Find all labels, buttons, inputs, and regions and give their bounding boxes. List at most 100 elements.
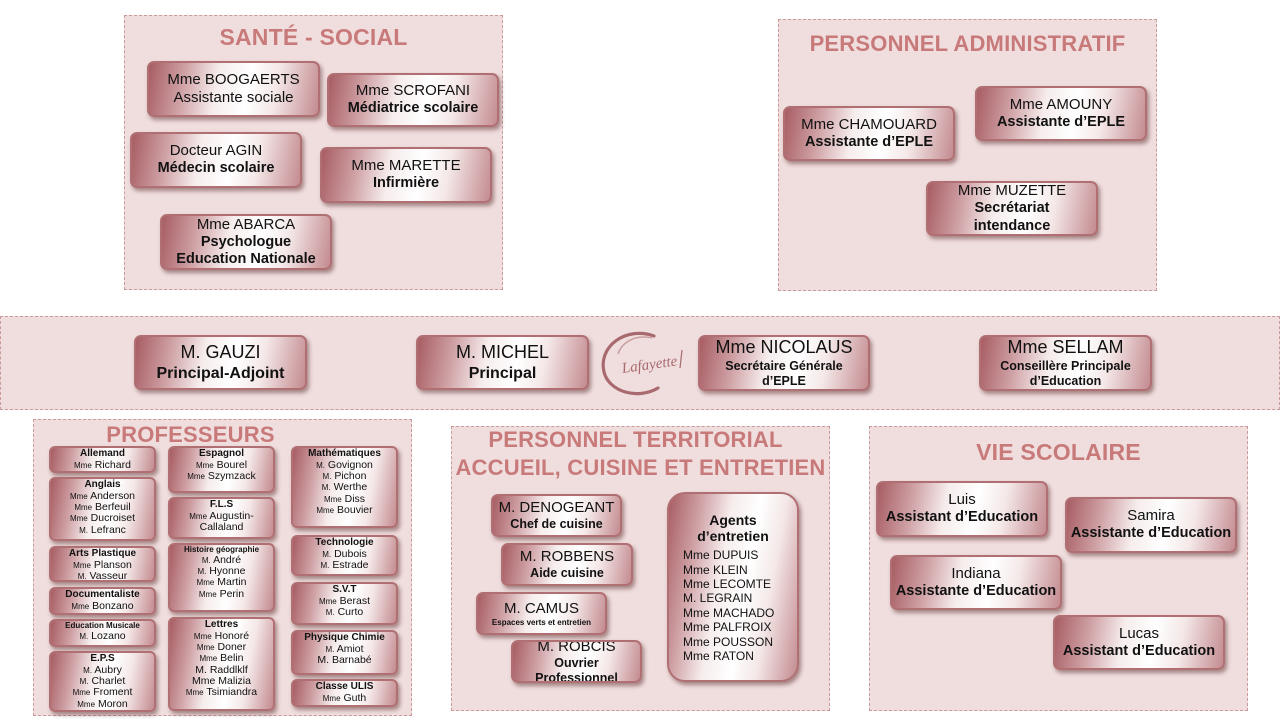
teacher-prefix: Mme bbox=[195, 460, 214, 470]
teacher-surname: Curto bbox=[337, 606, 364, 619]
agent-name: Mme LECOMTE bbox=[683, 577, 772, 591]
teacher-surname: Bouvier bbox=[337, 504, 373, 517]
teacher-prefix: M. bbox=[79, 631, 89, 641]
card-role: Principal bbox=[468, 364, 537, 382]
teacher-prefix: M. bbox=[325, 644, 335, 654]
card-camus: M. CAMUS Espaces verts et entretien bbox=[476, 592, 607, 635]
agents-title-2: d’entretien bbox=[697, 528, 769, 545]
card-name: M. CAMUS bbox=[504, 599, 579, 617]
teacher-name: M. Curto bbox=[325, 606, 364, 619]
card-role-2: intendance bbox=[973, 217, 1051, 234]
teacher-prefix: M. bbox=[79, 525, 88, 535]
subject-title: Arts Plastique bbox=[68, 548, 137, 559]
card-indiana: Indiana Assistante d’Education bbox=[890, 555, 1062, 610]
teacher-surname: M. Raddlklf bbox=[195, 663, 248, 676]
teacher-name: Mme Planson bbox=[73, 558, 132, 571]
card-muzette: Mme MUZETTE Secrétariat intendance bbox=[926, 181, 1098, 236]
teacher-name: Mme Tsimiandra bbox=[186, 687, 257, 698]
card-name: Samira bbox=[1127, 507, 1175, 525]
teacher-name: Mme Guth bbox=[322, 692, 366, 704]
card-michel: M. MICHEL Principal bbox=[416, 335, 589, 390]
teacher-prefix: Mme bbox=[193, 631, 212, 641]
teacher-prefix: M. bbox=[201, 555, 211, 565]
teacher-surname: Amiot bbox=[336, 642, 364, 655]
teacher-prefix: Mme bbox=[189, 511, 208, 521]
teacher-prefix: M. bbox=[325, 608, 335, 618]
agent-name: M. LEGRAIN bbox=[683, 591, 753, 606]
teacher-surname: Vasseur bbox=[89, 570, 128, 582]
teacher-name: Mme Berfeuil bbox=[74, 501, 130, 513]
card-chamouard: Mme CHAMOUARD Assistante d’EPLE bbox=[783, 106, 955, 161]
teacher-name: Mme Froment bbox=[73, 687, 133, 698]
subject-title: Education Musicale bbox=[65, 621, 140, 630]
card-role: Aide cuisine bbox=[530, 566, 604, 580]
teacher-prefix: Mme bbox=[322, 693, 341, 703]
teacher-prefix: Mme bbox=[72, 688, 91, 698]
teacher-surname: M. Barnabé bbox=[317, 654, 372, 667]
teacher-prefix: Mme bbox=[73, 560, 91, 570]
teacher-surname: Augustin- bbox=[209, 509, 254, 522]
teacher-name: Mme Doner bbox=[197, 641, 246, 653]
teacher-name: M. Hyonne bbox=[197, 565, 245, 577]
teacher-name: Mme Moron bbox=[77, 698, 127, 710]
card-denogeant: M. DENOGEANT Chef de cuisine bbox=[491, 494, 622, 537]
card-amouny: Mme AMOUNY Assistante d’EPLE bbox=[975, 86, 1147, 141]
agent-name: Mme MACHADO bbox=[683, 605, 775, 620]
teacher-surname: Callaland bbox=[199, 521, 244, 534]
card-name: Mme SELLAM bbox=[1007, 337, 1124, 358]
teacher-name: M. Raddlklf bbox=[195, 663, 248, 676]
teacher-prefix: M. bbox=[322, 472, 332, 482]
teacher-surname: Mme Malizia bbox=[192, 675, 251, 688]
card-role: Ouvrier Professionnel bbox=[535, 655, 618, 683]
agent-name: Mme DUPUIS bbox=[683, 548, 759, 563]
teacher-name: Mme Martin bbox=[197, 577, 247, 588]
teacher-prefix: Mme bbox=[71, 601, 90, 611]
territorial-subtitle: ACCUEIL, CUISINE ET ENTRETIEN bbox=[455, 455, 826, 480]
teacher-prefix: Mme bbox=[318, 596, 337, 606]
subject-title: Documentaliste bbox=[65, 589, 140, 600]
card-role: Infirmière bbox=[372, 175, 440, 192]
teacher-surname: Richard bbox=[94, 458, 131, 471]
card-role: Espaces verts et entretien bbox=[491, 617, 592, 627]
teacher-name: Mme Bourel bbox=[195, 459, 247, 471]
teacher-surname: Lefranc bbox=[90, 523, 126, 536]
card-scrofani: Mme SCROFANI Médiatrice scolaire bbox=[327, 73, 499, 127]
card-name: Mme AMOUNY bbox=[1009, 95, 1113, 113]
card-robcis: M. ROBCIS Ouvrier Professionnel bbox=[511, 640, 642, 683]
card-role-2: d’EPLE bbox=[762, 373, 806, 388]
teacher-surname: Aubry bbox=[94, 663, 122, 676]
teacher-name: M. Govignon bbox=[316, 459, 373, 471]
card-role: Assistant d’Education bbox=[1062, 642, 1216, 659]
teacher-prefix: Mme bbox=[69, 514, 88, 524]
teacher-surname: Ducroiset bbox=[90, 512, 136, 525]
subject-title: Technologie bbox=[315, 537, 374, 548]
card-name: Mme ABARCA bbox=[196, 215, 296, 233]
card-role: Assistante sociale bbox=[173, 89, 294, 106]
card-name: Luis bbox=[948, 491, 976, 509]
card-name: Mme SCROFANI bbox=[355, 82, 471, 100]
teacher-prefix: M. bbox=[79, 677, 89, 687]
teacher-name: M. Dubois bbox=[322, 548, 367, 560]
card-role: Psychologue bbox=[200, 233, 292, 250]
teacher-name: Mme Diss bbox=[324, 493, 365, 505]
teacher-name: Mme Honoré bbox=[193, 630, 249, 642]
card-role: Chef de cuisine bbox=[510, 517, 603, 531]
card-agin: Docteur AGIN Médecin scolaire bbox=[130, 132, 302, 188]
teacher-prefix: Mme bbox=[196, 578, 215, 588]
teacher-name: M. Werthe bbox=[322, 482, 367, 493]
teacher-surname: Planson bbox=[93, 558, 132, 571]
teacher-prefix: Mme bbox=[199, 654, 218, 664]
professeurs-title: PROFESSEURS bbox=[106, 422, 275, 447]
subject-title: F.L.S bbox=[209, 499, 234, 510]
teacher-surname: Bonzano bbox=[92, 599, 134, 612]
teacher-name: Mme Anderson bbox=[70, 490, 135, 502]
teacher-prefix: M. bbox=[77, 572, 87, 582]
card-name: M. ROBCIS bbox=[537, 640, 616, 655]
teacher-name: Mme Perin bbox=[199, 588, 244, 600]
teacher-prefix: M. bbox=[322, 549, 332, 559]
agents-title: Agents bbox=[709, 512, 757, 528]
teacher-prefix: Mme bbox=[187, 472, 205, 482]
